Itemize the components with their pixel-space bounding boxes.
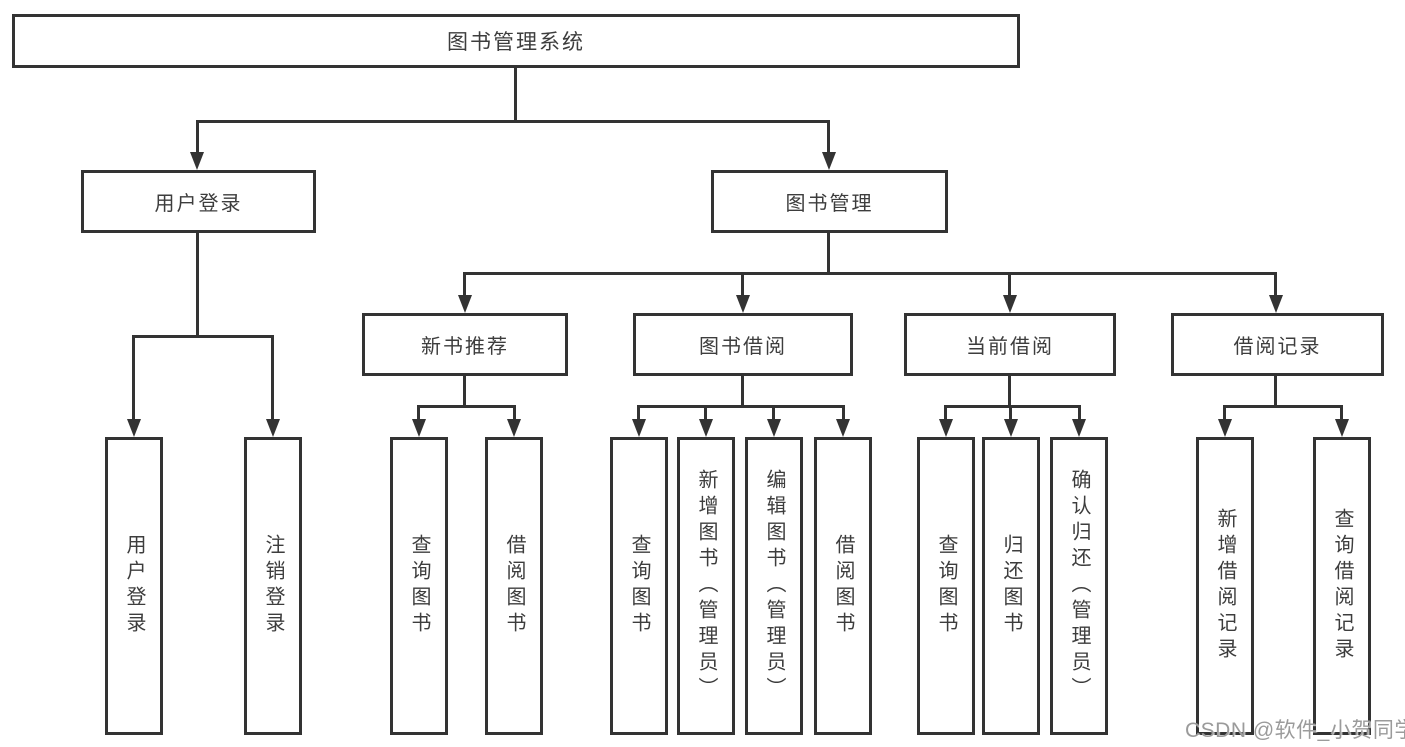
connector-line: [772, 405, 775, 419]
connector-line: [132, 335, 274, 338]
connector-line: [741, 272, 744, 295]
node-user-login-branch: 用户登录: [81, 170, 316, 233]
arrow-down-icon: [822, 152, 836, 170]
connector-line: [463, 374, 466, 405]
connector-line: [196, 120, 830, 123]
arrow-down-icon: [1269, 295, 1283, 313]
arrow-down-icon: [836, 419, 850, 437]
connector-line: [271, 335, 274, 419]
connector-line: [704, 405, 707, 419]
arrow-down-icon: [699, 419, 713, 437]
connector-line: [1340, 405, 1343, 419]
leaf-borrow-books: 借阅图书: [814, 437, 872, 735]
node-book-borrow: 图书借阅: [633, 313, 853, 376]
arrow-down-icon: [632, 419, 646, 437]
connector-line: [944, 405, 1081, 408]
arrow-down-icon: [266, 419, 280, 437]
node-current-borrow: 当前借阅: [904, 313, 1116, 376]
connector-line: [1274, 272, 1277, 295]
connector-line: [741, 374, 744, 405]
arrow-down-icon: [767, 419, 781, 437]
connector-line: [417, 405, 420, 419]
arrow-down-icon: [1004, 419, 1018, 437]
connector-line: [1274, 374, 1277, 405]
leaf-logout: 注销登录: [244, 437, 302, 735]
arrow-down-icon: [127, 419, 141, 437]
connector-line: [463, 272, 1277, 275]
connector-line: [463, 272, 466, 295]
connector-line: [842, 405, 845, 419]
leaf-confirm-return-admin: 确认归还（管理员）: [1050, 437, 1108, 735]
connector-line: [513, 405, 516, 419]
arrow-down-icon: [507, 419, 521, 437]
leaf-query-borrow-record: 查询借阅记录: [1313, 437, 1371, 735]
csdn-watermark: CSDN @软件_小贺同学: [1185, 719, 1405, 742]
arrow-down-icon: [190, 152, 204, 170]
connector-line: [827, 120, 830, 154]
node-borrow-records: 借阅记录: [1171, 313, 1384, 376]
leaf-add-borrow-record: 新增借阅记录: [1196, 437, 1254, 735]
connector-line: [637, 405, 845, 408]
leaf-query-books-borrow: 查询图书: [610, 437, 668, 735]
leaf-query-books-current: 查询图书: [917, 437, 975, 735]
connector-line: [1009, 405, 1012, 419]
arrow-down-icon: [939, 419, 953, 437]
connector-line: [132, 335, 135, 419]
arrow-down-icon: [458, 295, 472, 313]
node-new-book-recommend: 新书推荐: [362, 313, 568, 376]
leaf-query-books-recommend: 查询图书: [390, 437, 448, 735]
leaf-add-books-admin: 新增图书（管理员）: [677, 437, 735, 735]
connector-line: [1223, 405, 1343, 408]
connector-line: [827, 231, 830, 272]
arrow-down-icon: [1003, 295, 1017, 313]
node-library-management-system: 图书管理系统: [12, 14, 1020, 68]
arrow-down-icon: [412, 419, 426, 437]
arrow-down-icon: [1218, 419, 1232, 437]
arrow-down-icon: [1072, 419, 1086, 437]
arrow-down-icon: [1335, 419, 1349, 437]
connector-line: [514, 66, 517, 120]
leaf-user-login: 用户登录: [105, 437, 163, 735]
connector-line: [637, 405, 640, 419]
arrow-down-icon: [736, 295, 750, 313]
connector-line: [1078, 405, 1081, 419]
leaf-edit-books-admin: 编辑图书（管理员）: [745, 437, 803, 735]
connector-line: [1008, 374, 1011, 405]
leaf-return-books: 归还图书: [982, 437, 1040, 735]
leaf-borrow-books-recommend: 借阅图书: [485, 437, 543, 735]
connector-line: [417, 405, 516, 408]
node-book-management-branch: 图书管理: [711, 170, 948, 233]
connector-line: [944, 405, 947, 419]
connector-line: [1008, 272, 1011, 295]
connector-line: [196, 120, 199, 154]
connector-line: [196, 231, 199, 335]
connector-line: [1223, 405, 1226, 419]
